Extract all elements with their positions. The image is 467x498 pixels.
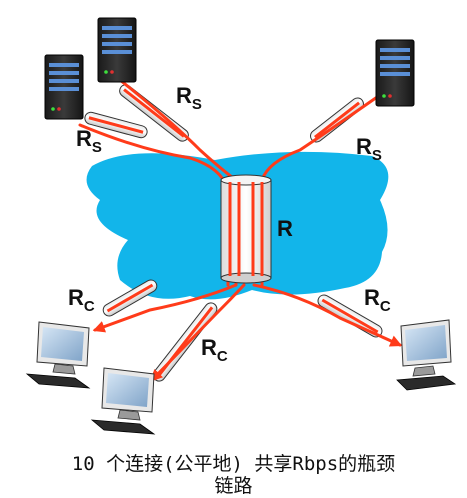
server-icon xyxy=(97,17,137,83)
caption-line-2: 链路 xyxy=(214,475,253,497)
bottleneck-pipe xyxy=(220,174,272,284)
computer-icon xyxy=(396,319,457,391)
label-server-link-2: RS xyxy=(76,126,102,156)
pipe-server-2 xyxy=(84,111,148,139)
caption-line-1: 10 个连接(公平地) 共享Rbps的瓶颈 xyxy=(71,453,396,475)
label-client-link-1: RC xyxy=(68,285,95,315)
label-client-link-3: RC xyxy=(364,285,391,315)
computer-icon xyxy=(90,367,156,435)
pipe-client-1 xyxy=(102,279,158,317)
label-bottleneck: R xyxy=(277,216,293,241)
network-diagram: RS RS RS R RC RC RC xyxy=(25,17,457,435)
server-icon xyxy=(44,54,84,120)
server-icon xyxy=(375,39,415,107)
label-server-link-3: RS xyxy=(356,134,382,164)
pipe-server-3 xyxy=(310,97,364,143)
label-server-link-1: RS xyxy=(176,83,202,113)
label-client-link-2: RC xyxy=(201,335,228,365)
computer-icon xyxy=(25,321,91,389)
